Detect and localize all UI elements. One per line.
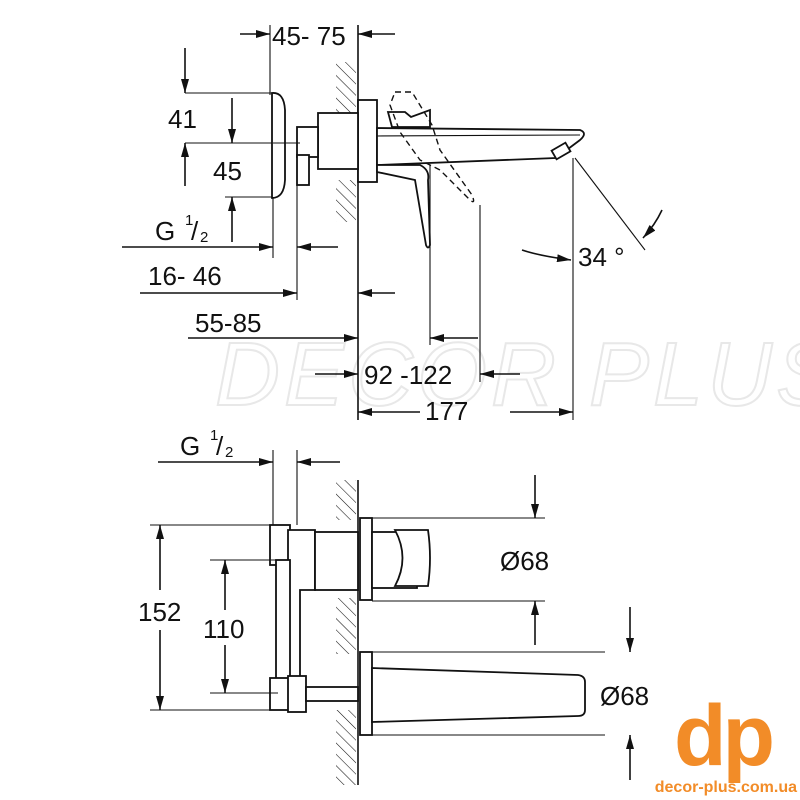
valve-body bbox=[317, 112, 359, 170]
angle-line bbox=[574, 157, 646, 251]
watermark: DECOR PLUS bbox=[215, 325, 800, 425]
valve-port-top bbox=[269, 524, 291, 566]
logo-mark: dp bbox=[674, 688, 772, 784]
valve-nut bbox=[287, 675, 307, 713]
thread-numerator: 1 bbox=[210, 427, 218, 444]
angle-arrow bbox=[521, 249, 572, 263]
handle-lever bbox=[393, 529, 431, 587]
top-view: 45- 75 41 45 G 1 / 2 16- 46 55-85 92 -1 bbox=[122, 21, 663, 426]
dim-92-122: 92 -122 bbox=[364, 360, 452, 390]
valve-body bbox=[287, 529, 316, 681]
thread-slash: / bbox=[216, 431, 224, 461]
dim-177: 177 bbox=[425, 396, 468, 426]
valve-connector bbox=[296, 126, 319, 158]
thread-label: G bbox=[180, 431, 200, 461]
logo-url[interactable]: decor-plus.com.ua bbox=[655, 779, 797, 796]
dim-45-75: 45- 75 bbox=[272, 21, 346, 51]
handle-escutcheon bbox=[359, 517, 373, 601]
wall-hatch bbox=[336, 480, 356, 520]
thread-slash: / bbox=[191, 216, 199, 246]
spout-side bbox=[371, 667, 586, 723]
thread-denominator: 2 bbox=[225, 444, 233, 461]
valve-pipe bbox=[275, 559, 291, 691]
spout-pipe bbox=[305, 686, 359, 702]
dim-41: 41 bbox=[168, 104, 197, 134]
decor-plus-logo: dp decor-plus.com.ua bbox=[655, 688, 797, 796]
angle-arrow bbox=[642, 209, 663, 239]
lever-rotated-dashed bbox=[389, 91, 475, 203]
valve-port-bottom bbox=[269, 677, 291, 711]
lever-handle bbox=[376, 164, 431, 249]
aerator bbox=[550, 141, 572, 161]
thread-label: G bbox=[155, 216, 175, 246]
dim-55-85: 55-85 bbox=[195, 308, 262, 338]
angle-34: 34 ° bbox=[578, 242, 625, 272]
dim-16-46: 16- 46 bbox=[148, 261, 222, 291]
dim-152: 152 bbox=[138, 597, 181, 627]
diameter-bottom: Ø68 bbox=[600, 681, 649, 711]
wall-hatch bbox=[336, 598, 356, 654]
spout bbox=[376, 127, 585, 166]
front-view: G 1 / 2 152 bbox=[138, 427, 649, 785]
thread-numerator: 1 bbox=[185, 212, 193, 229]
rough-in-plate bbox=[271, 92, 286, 199]
cartridge-body bbox=[314, 531, 359, 591]
wall-hatch bbox=[336, 710, 356, 785]
diameter-top: Ø68 bbox=[500, 546, 549, 576]
escutcheon-plate bbox=[357, 99, 378, 183]
valve-stub bbox=[296, 154, 310, 186]
lever-base bbox=[386, 108, 431, 128]
wall-hatch bbox=[336, 180, 356, 222]
spout-edge bbox=[376, 134, 581, 137]
dim-110: 110 bbox=[203, 614, 244, 644]
thread-denominator: 2 bbox=[200, 229, 208, 246]
spout-escutcheon bbox=[359, 651, 373, 736]
dim-45: 45 bbox=[213, 156, 242, 186]
